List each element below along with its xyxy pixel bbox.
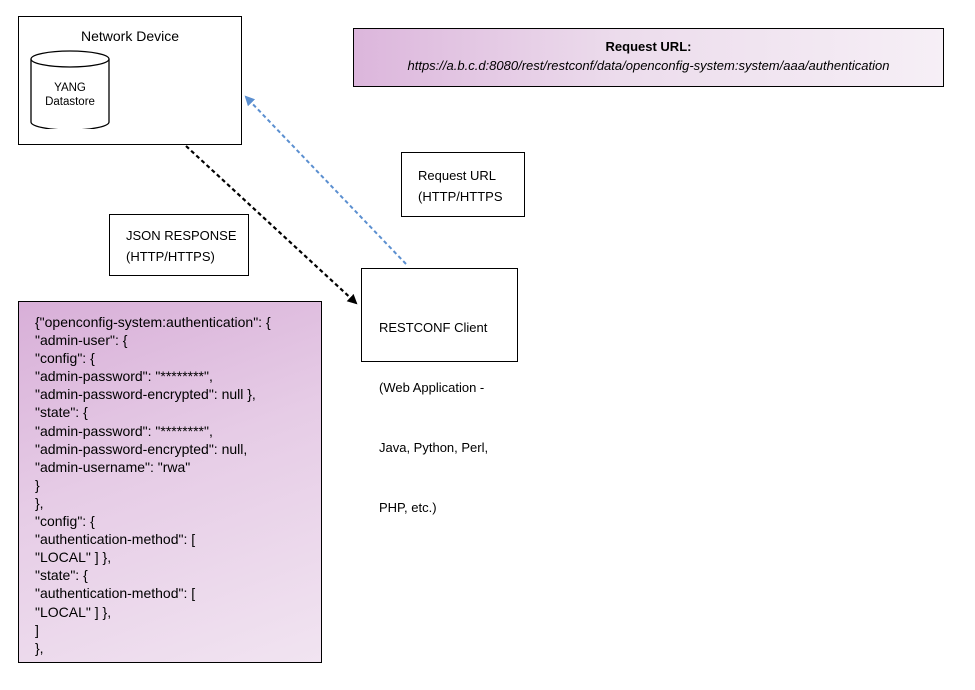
json-line: "admin-password-encrypted": null }, <box>35 386 256 403</box>
json-line: "LOCAL" ] }, <box>35 603 112 620</box>
client-line3: Java, Python, Perl, <box>379 440 489 455</box>
json-line: {"openconfig-system:authentication": { <box>35 314 271 330</box>
json-line: "admin-password": "********", <box>35 422 213 439</box>
json-response-label-line2: (HTTP/HTTPS) <box>126 249 215 264</box>
response-arrow <box>185 145 358 305</box>
datastore-label-line1: YANG <box>54 82 86 94</box>
json-line: } <box>35 476 40 493</box>
json-line: "state": { <box>35 567 88 584</box>
client-line1: RESTCONF Client <box>379 320 488 335</box>
network-device-box: Network Device YANG Datastore <box>18 16 242 145</box>
request-label-line1: Request URL <box>418 168 497 183</box>
json-line: "admin-user": { <box>35 332 128 349</box>
json-line: "config": { <box>35 350 95 367</box>
request-url-banner: Request URL: https://a.b.c.d:8080/rest/r… <box>353 28 944 87</box>
json-response-label-line1: JSON RESPONSE <box>126 228 237 243</box>
datastore-label: YANG Datastore <box>30 81 110 109</box>
json-line: ] <box>35 621 39 638</box>
json-payload-box: {"openconfig-system:authentication": { "a… <box>18 301 322 663</box>
json-line: "admin-username": "rwa" <box>35 458 191 475</box>
client-line4: PHP, etc.) <box>379 500 437 515</box>
json-line: "authentication-method": [ <box>35 531 196 548</box>
datastore-cylinder-icon <box>30 50 110 129</box>
datastore-label-line2: Datastore <box>45 96 95 108</box>
json-line: }, <box>35 639 44 656</box>
request-label-line2: (HTTP/HTTPS <box>418 189 503 204</box>
json-line: "admin-password": "********", <box>35 368 213 385</box>
json-line: }, <box>35 494 44 511</box>
json-response-label-box: JSON RESPONSE (HTTP/HTTPS) <box>109 214 249 276</box>
request-arrow <box>244 95 407 265</box>
restconf-client-box: RESTCONF Client (Web Application - Java,… <box>361 268 518 515</box>
json-payload-text: {"openconfig-system:authentication": { "a… <box>35 313 271 657</box>
json-line: "authentication-method": [ <box>35 585 196 602</box>
request-url-text: https://a.b.c.d:8080/rest/restconf/data/… <box>407 58 890 73</box>
request-label-box: Request URL (HTTP/HTTPS <box>401 152 525 217</box>
json-line: "admin-password-encrypted": null, <box>35 440 248 457</box>
request-url-heading: Request URL: <box>605 39 692 54</box>
json-line: "state": { <box>35 404 88 421</box>
json-line: "LOCAL" ] }, <box>35 549 112 566</box>
client-line2: (Web Application - <box>379 380 485 395</box>
network-device-title: Network Device <box>80 28 180 44</box>
json-line: "config": { <box>35 513 95 530</box>
